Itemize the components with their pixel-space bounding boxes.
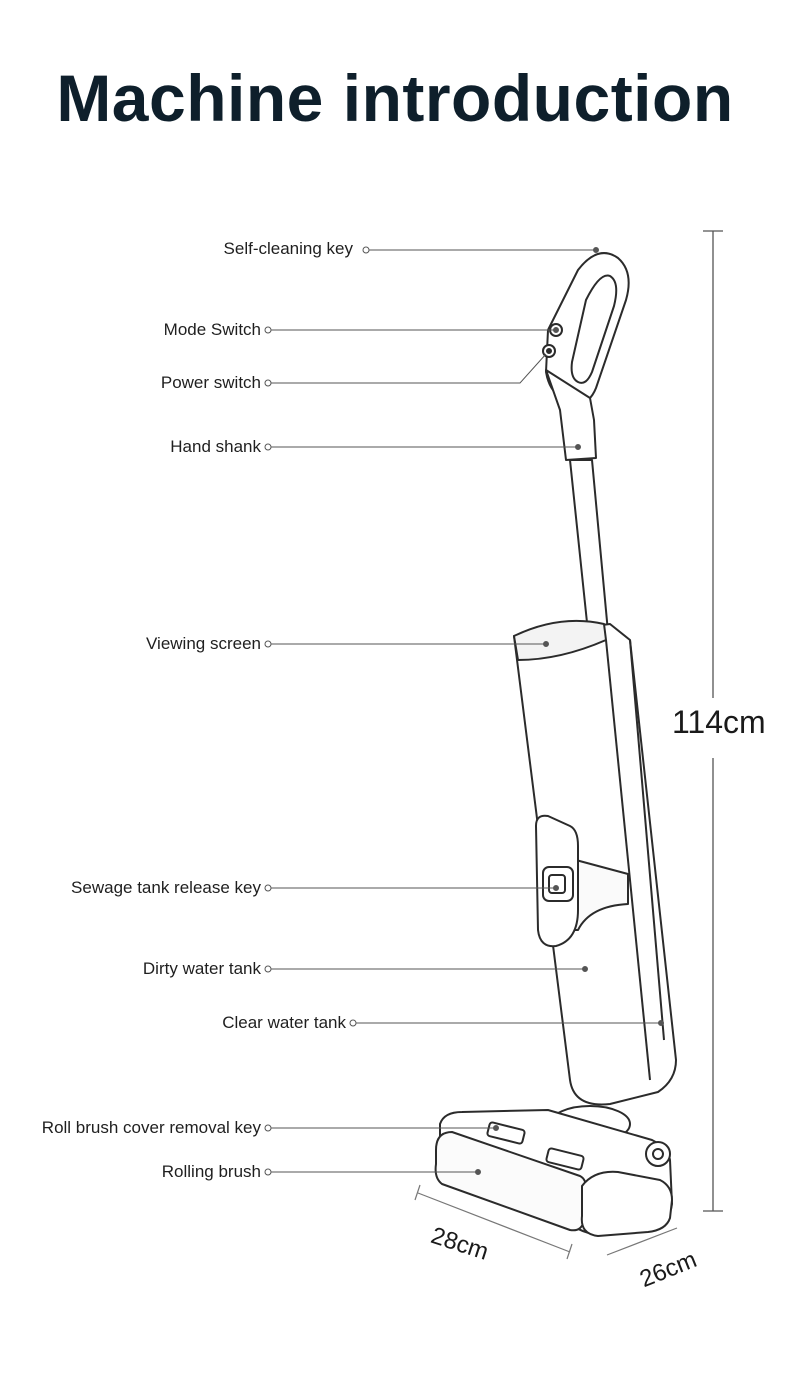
leader-lines [264,246,664,1176]
handle-grip-opening [570,274,618,384]
width-dimension-line [606,1227,678,1256]
label-dirty-water-tank: Dirty water tank [142,959,261,978]
height-dimension-line [703,230,723,1212]
length-dimension-line [414,1184,573,1260]
dimension-height: 114cm [672,704,766,740]
page-title: Machine introduction [56,61,734,135]
label-clear-water-tank: Clear water tank [222,1013,346,1032]
label-self-cleaning-key: Self-cleaning key [223,239,353,258]
label-hand-shank: Hand shank [170,437,261,456]
shaft [569,459,609,633]
label-roll-brush-cover-removal-key: Roll brush cover removal key [41,1118,261,1137]
vacuum-outline [434,252,677,1237]
label-sewage-tank-release-key: Sewage tank release key [71,878,261,897]
handle-neck [545,369,597,461]
label-power-switch: Power switch [160,373,261,392]
label-mode-switch: Mode Switch [163,320,261,339]
label-rolling-brush: Rolling brush [161,1162,261,1181]
label-viewing-screen: Viewing screen [146,634,261,653]
